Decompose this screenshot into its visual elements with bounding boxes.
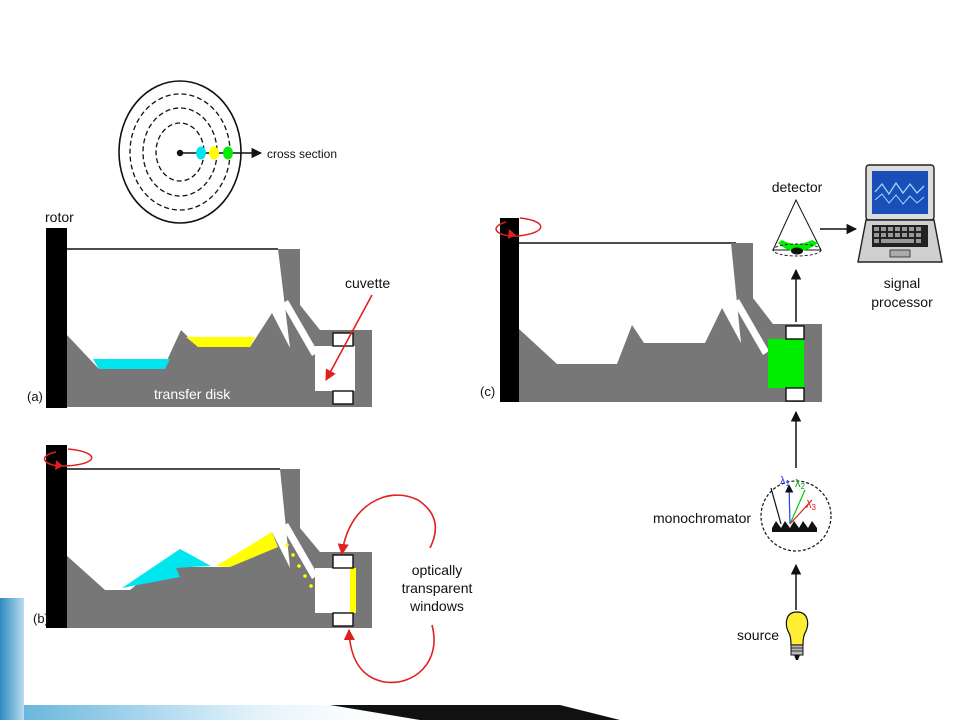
rotor-body-b: [66, 532, 290, 628]
panel-b-label: (b): [33, 611, 49, 626]
yellow-reagent-b: [216, 532, 278, 567]
optically-label-3: windows: [409, 598, 464, 614]
monochromator: λ1 λ2 λ3 monochromator: [653, 475, 832, 552]
panel-c: (c): [480, 217, 822, 402]
window-top-c: [785, 325, 805, 340]
rotor-shaft-b[interactable]: [46, 445, 67, 628]
panel-a: rotor cuvette transfer disk (a): [27, 209, 390, 408]
yellow-reagent-dot: [209, 146, 219, 160]
slide-corner-decoration: [0, 598, 620, 720]
transfer-channel-c: [733, 299, 769, 355]
window-arrow-bottom: [343, 624, 435, 684]
monochromator-label: monochromator: [653, 510, 751, 526]
laptop-screen: [872, 171, 928, 214]
optically-label-2: transparent: [402, 580, 473, 596]
signal-label: signal: [884, 275, 921, 291]
cuvette-label: cuvette: [345, 275, 390, 291]
cuvette-a: [315, 346, 355, 391]
rotor-shaft-c[interactable]: [500, 218, 519, 402]
disk-top-view: cross section: [118, 80, 337, 224]
optically-label-1: optically: [412, 562, 463, 578]
detector: detector: [772, 179, 823, 257]
transfer-channel-b: [282, 523, 318, 579]
green-reagent-dot: [223, 146, 233, 160]
lambda-2-label: λ2: [795, 478, 806, 491]
window-bottom-b: [332, 612, 354, 627]
rotor-shaft-a[interactable]: [46, 228, 67, 408]
rotation-arrow-b: [43, 448, 93, 467]
diffraction-grating: [772, 521, 817, 532]
cyan-reagent-dot: [196, 146, 206, 160]
transfer-channel-a: [282, 300, 318, 356]
rotor-label: rotor: [45, 209, 74, 225]
cuvette-c[interactable]: [768, 339, 804, 388]
window-arrow-top: [337, 494, 437, 556]
detector-label: detector: [772, 179, 823, 195]
monochromator-circle: [760, 480, 832, 552]
rotor-body-a: [66, 313, 290, 407]
panel-a-label: (a): [27, 389, 43, 404]
rotation-arrow-c: [495, 217, 542, 237]
cuvette-b: [315, 568, 355, 613]
cyan-reagent-b: [122, 549, 211, 588]
lambda-1-label: λ1: [780, 475, 791, 488]
cuvette-fill-b: [350, 568, 356, 613]
panel-c-label: (c): [480, 384, 495, 399]
window-top-b: [332, 554, 354, 569]
window-bottom-a: [332, 390, 354, 405]
optical-path: [790, 223, 858, 610]
rotor-body-c: [519, 308, 741, 402]
signal-processor: signal processor: [857, 164, 943, 310]
lambda-3-label: λ3: [806, 499, 817, 512]
source-label: source: [737, 627, 779, 643]
window-top-a: [332, 332, 354, 347]
window-bottom-c: [785, 387, 805, 402]
light-bulb-icon: [785, 611, 809, 660]
panel-b: optically transparent windows (b): [33, 445, 473, 684]
cyan-reagent-pool-a: [93, 359, 170, 369]
processor-label: processor: [871, 294, 933, 310]
transfer-disk-label: transfer disk: [154, 386, 231, 402]
yellow-reagent-pool-a: [186, 337, 255, 347]
light-source: source: [737, 611, 809, 660]
cross-section-label: cross section: [267, 147, 337, 161]
cuvette-pointer: [325, 294, 373, 381]
laptop-icon: [857, 164, 943, 263]
